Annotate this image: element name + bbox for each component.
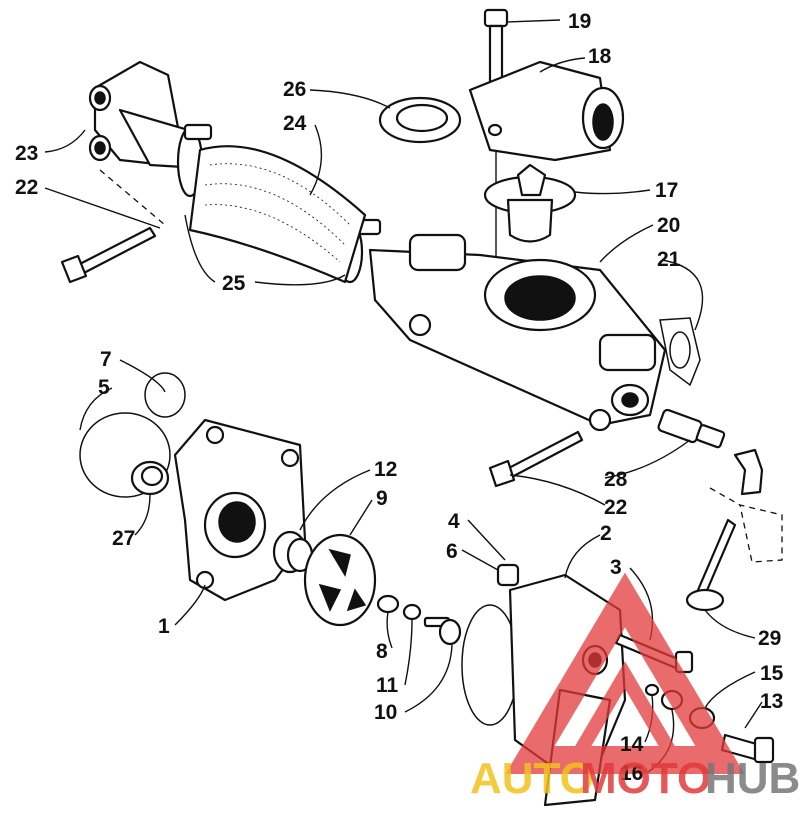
outlet-elbow-part [88,60,202,170]
callout-18: 18 [588,45,612,68]
callout-28: 28 [604,468,628,491]
o-ring-7 [144,372,186,418]
washer-14 [644,683,660,697]
gasket-part [659,317,701,387]
callout-26: 26 [283,78,306,101]
callout-14: 14 [620,733,644,756]
bolt-22-lower [488,430,584,488]
callout-25: 25 [222,272,246,295]
bolt-22-upper [60,226,157,284]
impeller-part [303,533,377,627]
callout-21: 21 [657,248,681,271]
callout-15: 15 [760,662,784,685]
callout-3: 3 [610,556,622,579]
callout-7: 7 [100,348,112,371]
callout-12: 12 [374,458,397,481]
watermark-moto: MOTO [580,754,711,803]
seal-ring-part [378,96,462,144]
callout-4: 4 [448,510,460,533]
watermark-hub: HUB [705,754,800,803]
callout-5: 5 [98,376,110,399]
bearing-part [130,460,170,496]
callout-23: 23 [15,142,38,165]
watermark-text: AUTO MOTO HUB [470,754,800,803]
callout-9: 9 [376,487,388,510]
callout-2: 2 [600,522,612,545]
callout-16: 16 [620,762,643,785]
thermostat-part [483,163,577,243]
callout-10: 10 [374,701,397,724]
manifold-body-part [368,233,667,432]
callout-13: 13 [760,690,783,713]
callout-11: 11 [376,674,399,697]
watermark-logo-icon [505,572,745,774]
washer-11 [402,603,422,621]
cable-tie-part [685,518,737,612]
bolt-19 [483,8,509,90]
dowel-pin-4 [496,563,520,587]
watermark-auto: AUTO [470,754,594,803]
callout-29: 29 [758,627,781,650]
washer-8 [376,594,400,614]
wire-connector-part [709,448,783,563]
callout-labels: 19 18 26 24 23 22 17 20 21 25 7 5 12 9 2… [15,10,784,785]
callout-24: 24 [283,112,307,135]
callout-27: 27 [112,527,135,550]
callout-8: 8 [376,640,388,663]
temperature-sensor-part [657,408,726,449]
callout-17: 17 [655,179,678,202]
thermostat-cover-part [468,60,625,162]
callout-19: 19 [568,10,591,33]
pump-housing-part [173,418,307,602]
callout-20: 20 [657,214,680,237]
callout-22-upper: 22 [15,176,38,199]
mechanical-seal-part [272,530,314,574]
callout-22-lower: 22 [604,496,627,519]
coolant-hose-part [188,145,367,284]
assembly-line-22 [99,169,166,226]
callout-1: 1 [158,615,170,638]
o-ring-6 [461,604,519,726]
bolt-10 [423,616,462,646]
callout-6: 6 [446,540,458,563]
